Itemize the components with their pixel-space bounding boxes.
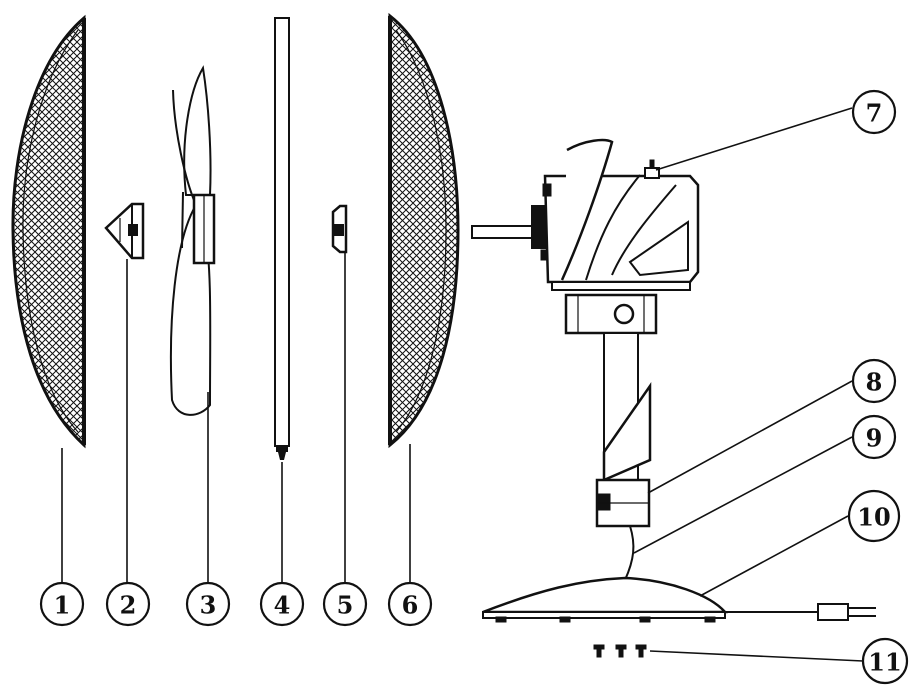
callout-1-label: 1 <box>54 591 71 620</box>
callout-4: 4 <box>259 581 305 627</box>
rear-grille <box>11 14 86 449</box>
callout-6-label: 6 <box>402 591 419 620</box>
power-cord <box>624 525 876 621</box>
callout-5-label: 5 <box>337 591 354 620</box>
callout-11-label: 11 <box>868 648 901 677</box>
callout-6: 6 <box>387 581 433 627</box>
height-collar <box>595 382 652 528</box>
fan-base <box>482 576 728 623</box>
stand-pole <box>274 17 290 460</box>
fan-blade <box>169 65 216 416</box>
callout-10: 10 <box>847 489 901 543</box>
base-screws <box>593 644 647 658</box>
callout-8: 8 <box>851 358 897 404</box>
callout-5: 5 <box>322 581 368 627</box>
callout-8-label: 8 <box>866 368 883 397</box>
callout-7: 7 <box>851 89 897 135</box>
callout-2-label: 2 <box>120 591 137 620</box>
callout-3: 3 <box>185 581 231 627</box>
callout-7-label: 7 <box>866 99 883 128</box>
front-grille <box>388 12 460 449</box>
callout-10-label: 10 <box>857 503 890 532</box>
callout-3-label: 3 <box>200 591 217 620</box>
motor-housing <box>471 138 700 291</box>
blade-cap <box>104 202 145 260</box>
callout-4-label: 4 <box>274 591 291 620</box>
callout-9: 9 <box>851 414 897 460</box>
callout-9-label: 9 <box>866 424 883 453</box>
callout-1: 1 <box>39 581 85 627</box>
callout-2: 2 <box>105 581 151 627</box>
leader-lines <box>61 107 864 662</box>
blade-nut <box>331 204 348 254</box>
callout-11: 11 <box>861 637 909 685</box>
